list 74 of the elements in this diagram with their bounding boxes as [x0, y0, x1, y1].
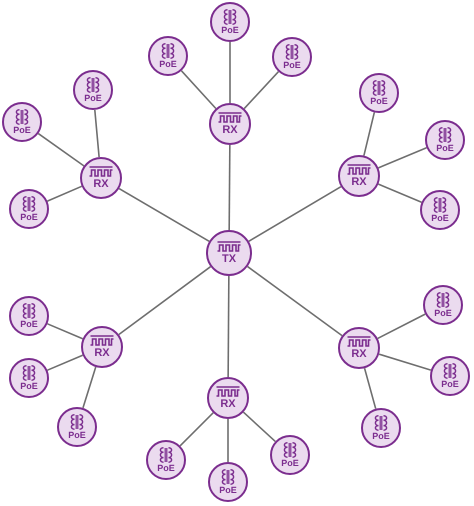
connector-line: [180, 70, 216, 110]
node-label: PoE: [159, 60, 177, 69]
circle-node: [9, 189, 49, 229]
connector-line: [242, 412, 276, 442]
node-label: PoE: [219, 486, 237, 495]
node-label: PoE: [372, 432, 390, 441]
connector-line: [378, 183, 422, 203]
node-label: PoE: [441, 380, 459, 389]
node-label: TX: [222, 254, 236, 265]
connector-line: [227, 419, 229, 462]
node-label: PoE: [221, 26, 239, 35]
circle-node: [270, 435, 310, 475]
circle-node: [80, 157, 122, 199]
circle-node: [9, 358, 49, 398]
connector-line: [118, 188, 210, 242]
connector-line: [227, 276, 230, 377]
node-label: PoE: [370, 97, 388, 106]
circle-node: [272, 37, 312, 77]
circle-node: [148, 36, 188, 76]
node-label: RX: [351, 177, 367, 188]
connector-line: [363, 112, 376, 156]
node-label: PoE: [434, 309, 452, 318]
circle-node: [206, 230, 252, 276]
connector-line: [38, 132, 84, 166]
node-label: PoE: [20, 320, 38, 329]
circle-node: [338, 327, 380, 369]
connector-line: [378, 353, 432, 371]
node-label: PoE: [20, 213, 38, 222]
circle-node: [146, 440, 186, 480]
connector-line: [364, 368, 376, 409]
node-label: RX: [351, 349, 367, 360]
connector-line: [82, 366, 96, 408]
circle-node: [359, 73, 399, 113]
node-label: PoE: [431, 214, 449, 223]
node-label: RX: [94, 348, 110, 359]
node-label: PoE: [84, 94, 102, 103]
connector-line: [228, 145, 231, 230]
connector-line: [47, 186, 82, 202]
circle-node: [338, 155, 380, 197]
node-label: PoE: [13, 126, 31, 135]
connector-line: [47, 354, 83, 371]
circle-node: [210, 2, 250, 42]
connector-line: [244, 71, 279, 110]
circle-node: [420, 190, 460, 230]
circle-node: [73, 70, 113, 110]
circle-node: [423, 285, 463, 325]
connector-line: [378, 146, 427, 169]
connector-line: [118, 266, 211, 336]
connector-line: [247, 266, 343, 336]
connector-line: [229, 42, 231, 103]
circle-node: [57, 407, 97, 447]
circle-node: [430, 356, 470, 396]
node-label: PoE: [157, 464, 175, 473]
connector-line: [94, 110, 100, 158]
circle-node: [361, 408, 401, 448]
node-label: RX: [93, 179, 109, 190]
circle-node: [2, 102, 42, 142]
connector-line: [47, 323, 83, 340]
circle-node: [209, 103, 251, 145]
node-label: PoE: [281, 459, 299, 468]
node-label: PoE: [436, 144, 454, 153]
connector-line: [180, 412, 214, 446]
connector-line: [377, 313, 426, 340]
node-label: RX: [220, 399, 236, 410]
node-label: PoE: [20, 382, 38, 391]
circle-node: [9, 296, 49, 336]
connector-line: [248, 186, 342, 242]
circle-node: [425, 120, 465, 160]
node-label: PoE: [283, 61, 301, 70]
node-label: PoE: [68, 431, 86, 440]
circle-node: [208, 462, 248, 502]
circle-node: [207, 377, 249, 419]
circle-node: [81, 326, 123, 368]
node-label: RX: [222, 125, 238, 136]
